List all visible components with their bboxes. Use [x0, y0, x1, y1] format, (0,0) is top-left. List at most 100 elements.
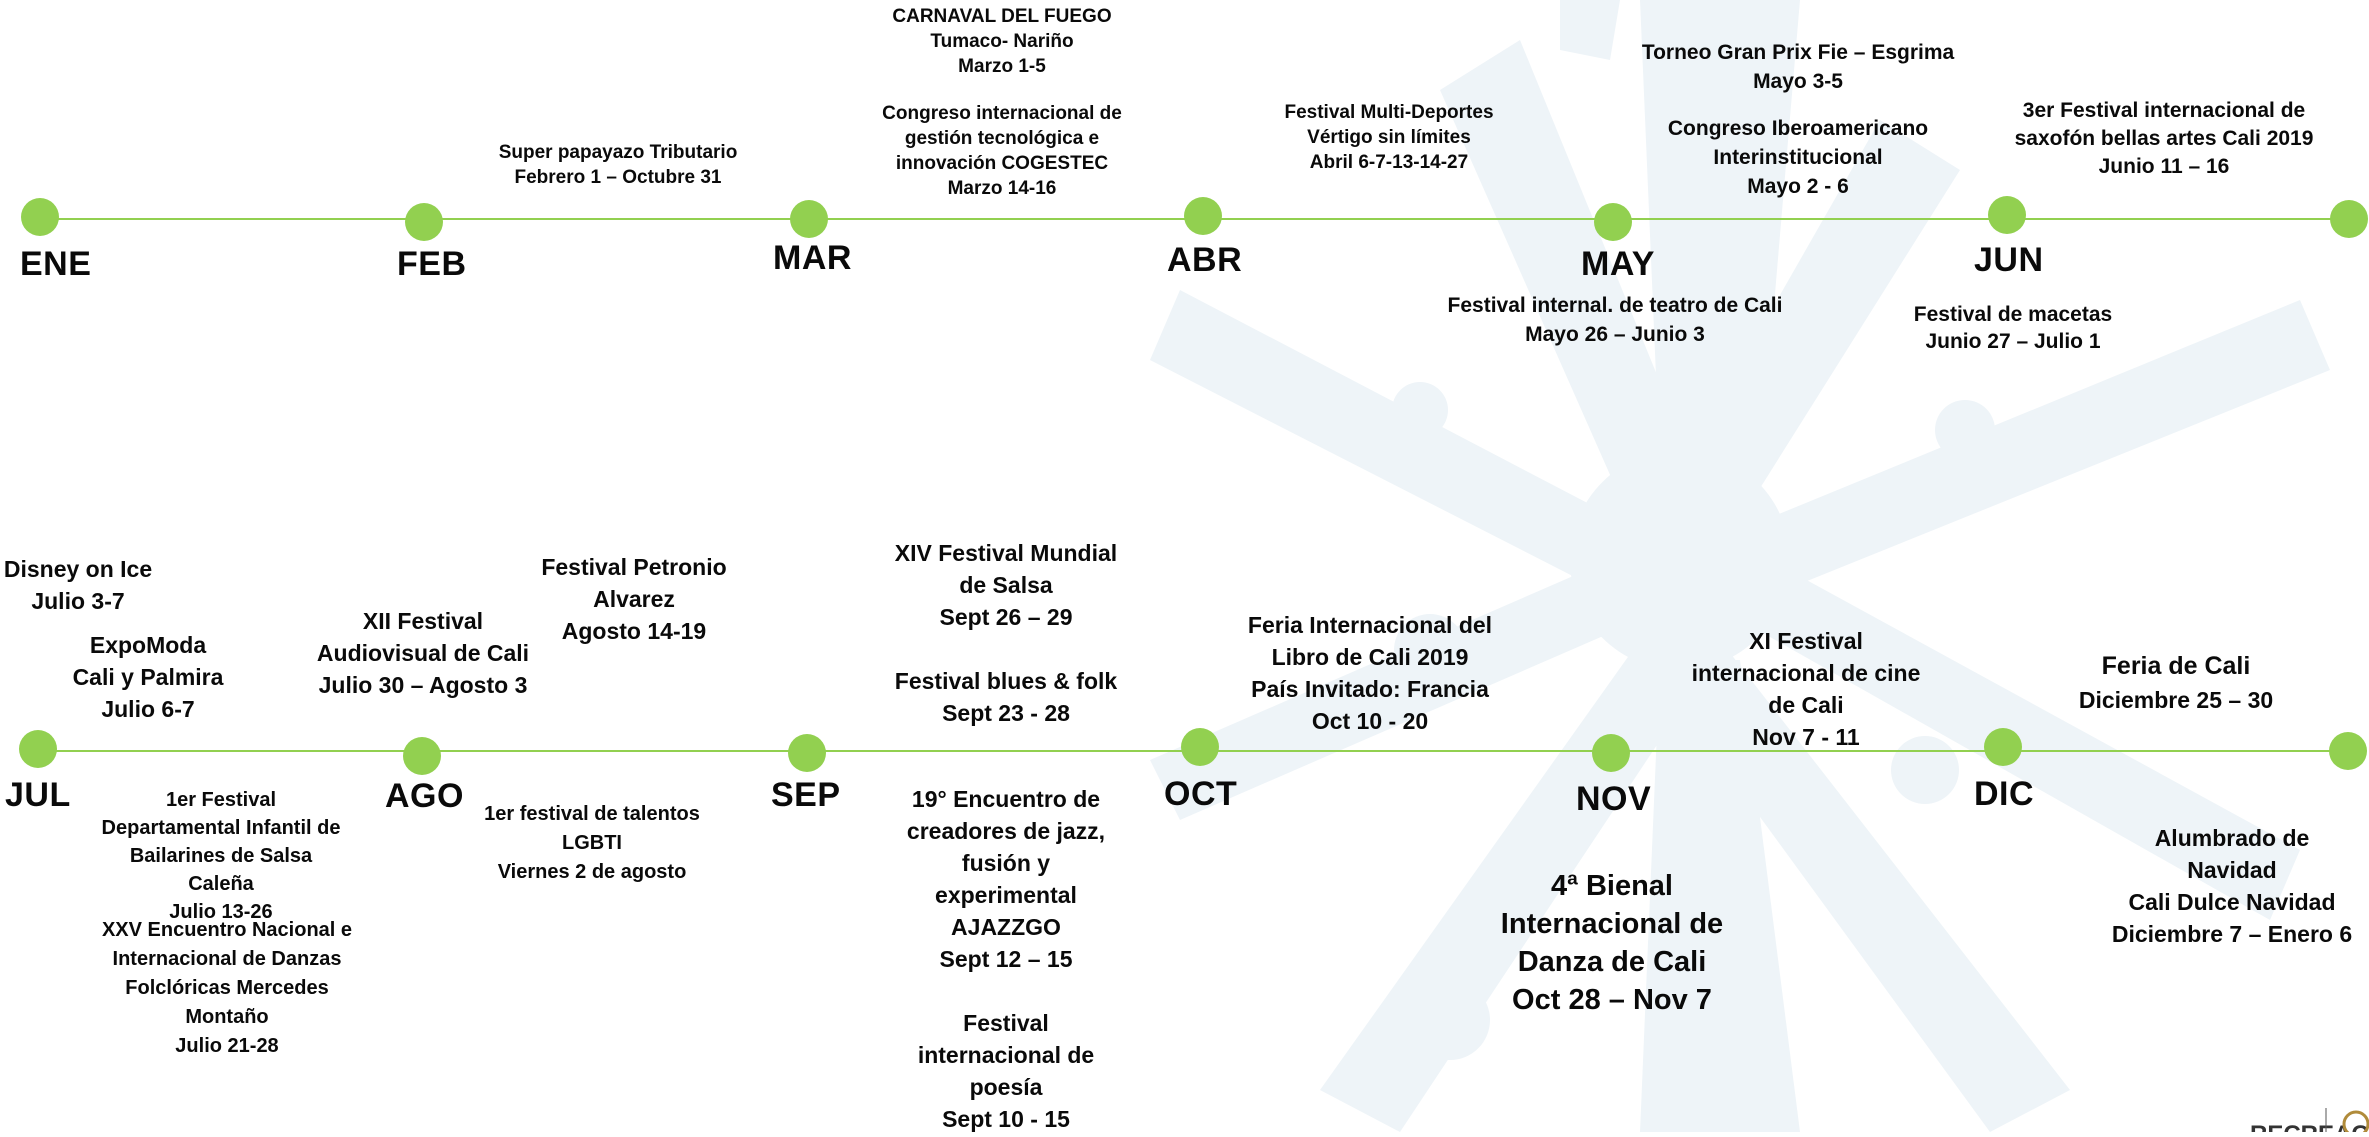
month-label-feb: FEB [397, 245, 467, 283]
event-date: Julio 6-7 [101, 696, 195, 722]
month-label-mar: MAR [773, 239, 852, 277]
event-title: creadores de jazz, [906, 818, 1106, 844]
event-date: Diciembre 7 – Enero 6 [2111, 921, 2353, 947]
event-date: Junio 27 – Julio 1 [1925, 330, 2101, 353]
event-title: Internacional de Danzas [112, 948, 342, 970]
event-date: Oct 10 - 20 [1311, 708, 1429, 734]
milestone-dot [1592, 734, 1630, 772]
month-label-sep: SEP [771, 776, 841, 814]
event-title: internacional de cine [1691, 660, 1921, 686]
event-date: Diciembre 25 – 30 [2078, 687, 2274, 713]
event-date: Agosto 14-19 [561, 618, 707, 644]
svg-text:RECREACIÓN: RECREACIÓN [2250, 1120, 2369, 1132]
event-title: Super papayazo Tributario [498, 142, 738, 163]
event-title: 1er festival de talentos [484, 803, 700, 825]
event-title: experimental [935, 882, 1077, 908]
event-title: Departamental Infantil de [101, 817, 341, 839]
event-title: Navidad [2187, 857, 2277, 883]
event-title: 1er Festival [165, 789, 277, 811]
event-title: Congreso internacional de [882, 103, 1122, 124]
event-title: XIV Festival Mundial [894, 540, 1118, 566]
event-title: ExpoModa [89, 632, 207, 658]
milestone-dot [19, 730, 57, 768]
event-subtitle: País Invitado: Francia [1251, 676, 1489, 702]
month-label-oct: OCT [1164, 775, 1238, 813]
milestone-dot [403, 737, 441, 775]
event-location: Cali y Palmira [72, 664, 224, 690]
event-title: XI Festival [1749, 628, 1863, 654]
event-title: Internacional de [1500, 908, 1724, 940]
event-feria-de-cali: Feria de Cali Diciembre 25 – 30 [2079, 649, 2273, 717]
milestone-dot [1184, 197, 1222, 235]
event-feria-libro: Feria Internacional del Libro de Cali 20… [1248, 609, 1492, 737]
event-esgrima: Torneo Gran Prix Fie – Esgrima Mayo 3-5 … [1642, 38, 1954, 201]
event-title: Torneo Gran Prix Fie – Esgrima [1641, 41, 1955, 64]
event-festival-macetas: Festival de macetas Junio 27 – Julio 1 [1914, 301, 2112, 355]
milestone-dot [2330, 200, 2368, 238]
event-location: Tumaco- Nariño [930, 31, 1074, 52]
event-title: CARNAVAL DEL FUEGO [892, 6, 1112, 27]
event-title: XII Festival [362, 608, 484, 634]
event-title: Danza de Cali [1517, 946, 1707, 978]
event-date: Febrero 1 – Octubre 31 [514, 167, 722, 188]
event-festival-audiovisual: XII Festival Audiovisual de Cali Julio 3… [317, 605, 529, 701]
milestone-dot [788, 734, 826, 772]
event-encuentro-jazz: 19° Encuentro de creadores de jazz, fusi… [907, 783, 1105, 1135]
event-super-papayazo: Super papayazo Tributario Febrero 1 – Oc… [499, 140, 738, 190]
event-date: Mayo 26 – Junio 3 [1525, 323, 1705, 346]
month-label-jul: JUL [5, 776, 71, 814]
event-date: Nov 7 - 11 [1752, 724, 1860, 750]
event-bienal-danza: 4ª Bienal Internacional de Danza de Cali… [1501, 867, 1723, 1019]
event-title: Interinstitucional [1713, 146, 1883, 169]
event-title: Feria Internacional del [1247, 612, 1493, 638]
event-disney-on-ice: Disney on Ice Julio 3-7 [4, 553, 152, 617]
event-title: internacional de [917, 1042, 1095, 1068]
event-title: saxofón bellas artes Cali 2019 [2014, 127, 2314, 150]
event-date: Sept 12 – 15 [939, 946, 1073, 972]
event-title: Folclóricas Mercedes [125, 977, 329, 999]
event-date: Mayo 3-5 [1753, 70, 1843, 93]
event-festival-mundial-salsa: XIV Festival Mundial de Salsa Sept 26 – … [895, 537, 1117, 729]
event-date: Julio 13-26 [169, 901, 273, 923]
month-label-abr: ABR [1167, 241, 1243, 279]
event-title: Festival blues & folk [894, 668, 1118, 694]
event-festival-talentos: 1er festival de talentos LGBTI Viernes 2… [484, 800, 700, 887]
event-encuentro-danzas: XXV Encuentro Nacional e Internacional d… [102, 916, 352, 1061]
event-title: de Salsa [959, 572, 1053, 598]
event-title: Cali Dulce Navidad [2128, 889, 2336, 915]
event-title: Festival [963, 1010, 1049, 1036]
milestone-dot [1984, 728, 2022, 766]
milestone-dot [1181, 728, 1219, 766]
event-festival-teatro: Festival internal. de teatro de Cali May… [1448, 291, 1783, 349]
event-alumbrado-navidad: Alumbrado de Navidad Cali Dulce Navidad … [2112, 822, 2352, 950]
event-date: Sept 23 - 28 [942, 700, 1070, 726]
event-title: 4ª Bienal [1551, 870, 1673, 902]
event-title: Vértigo sin límites [1307, 127, 1471, 148]
milestone-dot [2329, 732, 2367, 770]
event-date: Oct 28 – Nov 7 [1512, 984, 1712, 1016]
event-date: Junio 11 – 16 [2098, 155, 2230, 178]
spacer [907, 975, 1105, 1007]
event-carnaval-del-fuego: CARNAVAL DEL FUEGO Tumaco- Nariño Marzo … [882, 4, 1122, 201]
month-label-dic: DIC [1974, 775, 2035, 813]
event-title: Disney on Ice [3, 556, 153, 582]
event-title: Alumbrado de [2154, 825, 2310, 851]
event-title: Libro de Cali 2019 [1271, 644, 1469, 670]
event-date: Abril 6-7-13-14-27 [1309, 152, 1469, 173]
event-title: AJAZZGO [951, 914, 1061, 940]
milestone-dot [21, 198, 59, 236]
milestone-dot [405, 203, 443, 241]
event-title: Feria de Cali [2101, 652, 2251, 680]
event-date: Marzo 14-16 [947, 178, 1057, 199]
event-title: Festival Petronio [541, 554, 727, 580]
event-title: Festival de macetas [1913, 303, 2113, 326]
event-title: Festival internal. de teatro de Cali [1447, 294, 1783, 317]
event-title: gestión tecnológica e [904, 128, 1100, 149]
event-title: Montaño [185, 1006, 269, 1028]
event-title: XXV Encuentro Nacional e [101, 919, 353, 941]
month-label-nov: NOV [1576, 780, 1652, 818]
event-title: Caleña [188, 873, 254, 895]
event-title: 19° Encuentro de [911, 786, 1101, 812]
month-label-ene: ENE [20, 245, 92, 283]
event-multi-deportes: Festival Multi-Deportes Vértigo sin lími… [1284, 100, 1493, 175]
